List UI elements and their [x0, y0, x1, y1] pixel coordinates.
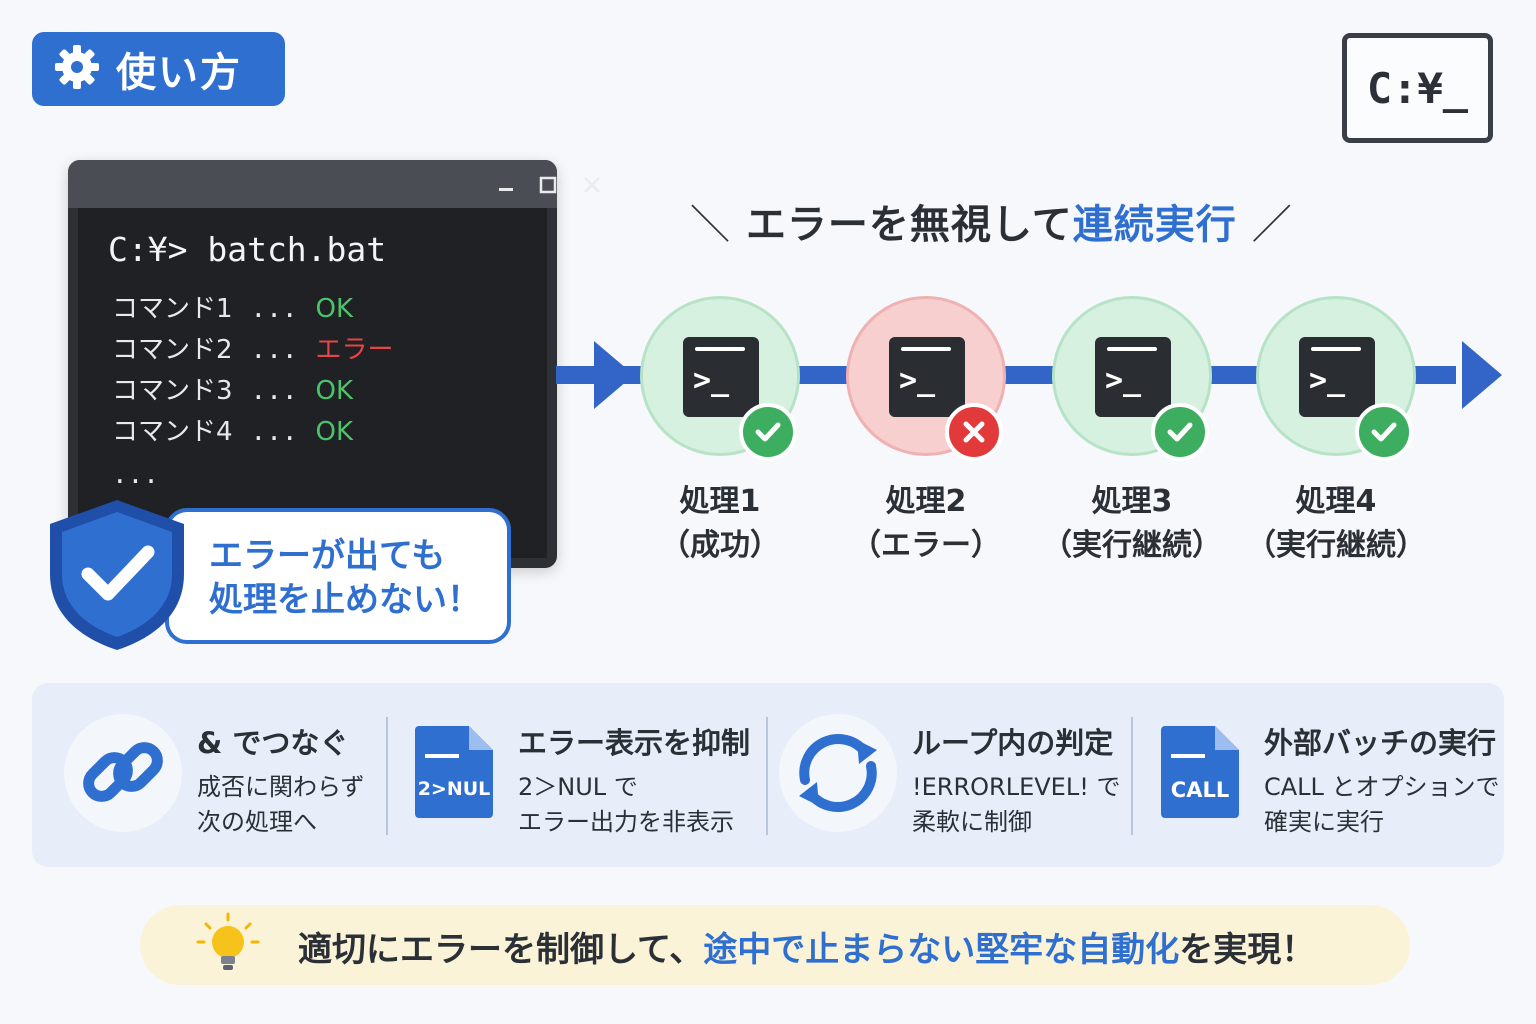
terminal-line: コマンド4... OK [112, 411, 353, 448]
feature-title: 外部バッチの実行 [1264, 726, 1497, 760]
status-text: OK [315, 376, 354, 406]
close-icon[interactable] [578, 172, 606, 198]
step-label-3: 処理3 （実行継続） [1022, 480, 1242, 568]
step-note: （成功） [660, 528, 780, 563]
terminal-line: コマンド3... OK [112, 370, 353, 407]
feature-desc: 2＞NUL でエラー出力を非表示 [518, 773, 734, 836]
link-icon [83, 742, 163, 802]
feature-title: ループ内の判定 [912, 726, 1114, 760]
status-text: エラー [315, 335, 394, 365]
check-icon [739, 403, 797, 461]
summary-banner [140, 905, 1410, 985]
divider [1131, 717, 1133, 835]
flow-arrow-right-icon [1462, 341, 1502, 409]
terminal-window: C:¥> batch.bat コマンド1... OK コマンド2... エラー コマ… [68, 160, 600, 568]
link-icon-circle [64, 714, 182, 832]
feature-desc: !ERRORLEVEL! で柔軟に制御 [912, 773, 1121, 836]
page-title: 使い方 [116, 50, 242, 96]
command-label: コマンド2 [112, 335, 233, 365]
terminal-titlebar [68, 160, 557, 208]
step-label-4: 処理4 （実行継続） [1226, 480, 1446, 568]
feature-panel [32, 683, 1504, 867]
feature-desc: 成否に関わらず次の処理へ [197, 773, 365, 836]
refresh-icon [799, 734, 877, 812]
file-icon-text: CALL [1170, 778, 1230, 802]
terminal-icon: >_ [1095, 337, 1171, 417]
terminal-icon: >_ [889, 337, 965, 417]
status-text: OK [315, 294, 354, 324]
check-icon [1151, 403, 1209, 461]
lightbulb-icon [196, 912, 260, 980]
command-prompt-icon-text: C:¥_ [1366, 63, 1469, 113]
terminal-line: コマンド1... OK [112, 288, 353, 325]
terminal-line: コマンド2... エラー [112, 329, 394, 366]
dots: ... [250, 417, 298, 447]
feature-desc: CALL とオプションで確実に実行 [1264, 773, 1500, 836]
divider [386, 717, 388, 835]
divider [766, 717, 768, 835]
file-icon: 2>NUL [415, 726, 493, 818]
step-note: （実行継続） [1042, 528, 1222, 563]
step-name: 処理2 [885, 484, 967, 519]
gear-icon [52, 42, 102, 96]
shield-check-icon [44, 496, 190, 654]
flow-arrow-left-icon [594, 341, 634, 409]
step-node-3: >_ [1052, 296, 1212, 461]
headline-highlight: 連続実行 [1072, 202, 1237, 248]
headline-close: ／ [1251, 202, 1293, 248]
title-badge: 使い方 [32, 32, 285, 106]
step-name: 処理1 [679, 484, 761, 519]
step-note: （実行継続） [1246, 528, 1426, 563]
command-label: コマンド4 [112, 417, 233, 447]
terminal-icon: >_ [683, 337, 759, 417]
command-label: コマンド3 [112, 376, 233, 406]
terminal-screen [78, 208, 547, 558]
terminal-icon: >_ [1299, 337, 1375, 417]
step-label-1: 処理1 （成功） [610, 480, 830, 568]
feature-title: & でつなぐ [197, 726, 349, 760]
file-icon-text: 2>NUL [417, 778, 491, 800]
summary-text: 適切にエラーを制御して、途中で止まらない堅牢な自動化を実現！ [298, 930, 1316, 970]
headline-text: エラーを無視して [745, 202, 1073, 248]
check-icon [1355, 403, 1413, 461]
command-prompt-icon: C:¥_ [1342, 33, 1493, 143]
callout-line1: エラーが出ても [209, 536, 446, 576]
dots: ... [250, 294, 298, 324]
step-name: 処理3 [1091, 484, 1173, 519]
step-label-2: 処理2 （エラー） [816, 480, 1036, 568]
command-label: コマンド1 [112, 294, 233, 324]
headline-open: ＼ [690, 202, 731, 248]
dots: ... [250, 335, 298, 365]
cross-icon [945, 403, 1003, 461]
status-text: OK [315, 417, 354, 447]
step-name: 処理4 [1295, 484, 1377, 519]
file-icon: CALL [1161, 726, 1239, 818]
step-node-4: >_ [1256, 296, 1416, 461]
dots: ... [250, 376, 298, 406]
minimize-icon[interactable] [492, 172, 520, 198]
terminal-ellipsis: ... [112, 460, 159, 490]
callout-line2: 処理を止めない！ [209, 580, 481, 620]
step-node-2: >_ [846, 296, 1006, 461]
refresh-icon-circle [779, 714, 897, 832]
step-node-1: >_ [640, 296, 800, 461]
callout-box: エラーが出ても 処理を止めない！ [165, 508, 511, 644]
step-note: （エラー） [851, 528, 1001, 563]
maximize-icon[interactable] [534, 172, 562, 198]
terminal-prompt: C:¥> batch.bat [108, 230, 387, 269]
flow-headline: ＼ エラーを無視して連続実行 ／ [690, 192, 1293, 250]
feature-title: エラー表示を抑制 [518, 726, 751, 760]
